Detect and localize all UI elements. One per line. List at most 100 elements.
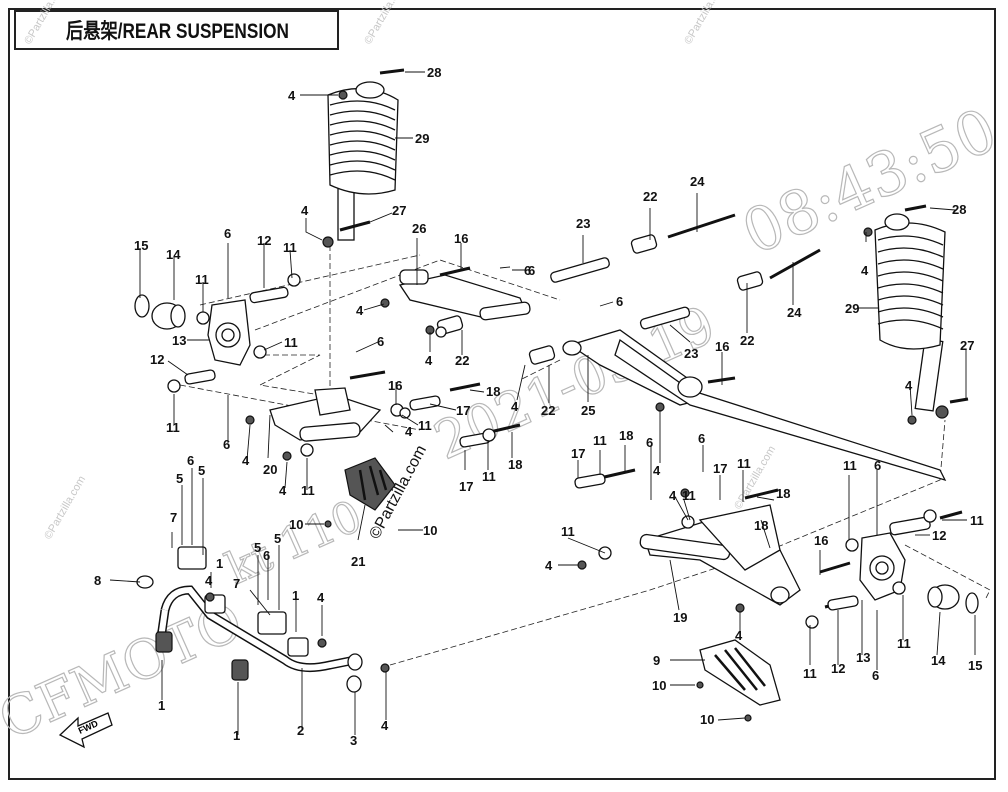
callout-16: 16 — [388, 378, 402, 393]
callout-4: 4 — [381, 718, 389, 733]
callout-6: 6 — [187, 453, 194, 468]
callout-10: 10 — [289, 517, 303, 532]
callout-12: 12 — [831, 661, 845, 676]
callout-4: 4 — [669, 488, 677, 503]
callout-4: 4 — [242, 453, 250, 468]
stabilizer-bar — [136, 546, 363, 693]
callout-20: 20 — [263, 462, 277, 477]
callout-1: 1 — [158, 698, 165, 713]
watermark-time: 08:43:50 — [733, 95, 1008, 269]
callout-11: 11 — [803, 666, 817, 681]
callout-12: 12 — [150, 352, 164, 367]
callout-22: 22 — [643, 189, 657, 204]
callout-2: 2 — [297, 723, 304, 738]
callout-28: 28 — [952, 202, 966, 217]
callout-1: 1 — [292, 588, 299, 603]
callout-5: 5 — [176, 471, 183, 486]
callout-23: 23 — [576, 216, 590, 231]
watermark-site-1: ©Partzilla.com — [22, 0, 68, 47]
callout-11: 11 — [166, 420, 180, 435]
watermark-kit-code: kt 110 — [219, 491, 370, 595]
callout-13: 13 — [856, 650, 870, 665]
right-knuckle — [859, 532, 979, 614]
callout-28: 28 — [427, 65, 441, 80]
watermark-layer: CFMOTO kt 110 2021-05-19 08:43:50 ©Partz… — [0, 0, 1008, 752]
callout-11: 11 — [970, 513, 984, 528]
callout-6: 6 — [223, 437, 230, 452]
callout-4: 4 — [735, 628, 743, 643]
callout-17: 17 — [571, 446, 585, 461]
left-skid-guard — [344, 457, 396, 511]
callout-6: 6 — [646, 435, 653, 450]
callout-11: 11 — [283, 240, 297, 255]
right-lower-a-arm — [639, 504, 801, 606]
callout-11: 11 — [593, 433, 607, 448]
callout-6: 6 — [874, 458, 881, 473]
callout-22: 22 — [455, 353, 469, 368]
callout-19: 19 — [673, 610, 687, 625]
callout-4: 4 — [545, 558, 553, 573]
callout-11: 11 — [737, 456, 751, 471]
callout-17: 17 — [459, 479, 473, 494]
callout-8: 8 — [94, 573, 101, 588]
page-title: 后悬架/REAR SUSPENSION — [66, 20, 289, 43]
callout-26: 26 — [412, 221, 426, 236]
right-skid-guard — [699, 639, 781, 706]
callout-16: 16 — [454, 231, 468, 246]
trailing-arm — [562, 329, 947, 482]
left-lower-a-arm — [269, 387, 382, 442]
callout-27: 27 — [392, 203, 406, 218]
callout-5: 5 — [274, 531, 281, 546]
callout-12: 12 — [257, 233, 271, 248]
left-upper-a-arm — [398, 269, 531, 321]
callout-18: 18 — [619, 428, 633, 443]
callout-4: 4 — [861, 263, 869, 278]
callout-6: 6 — [616, 294, 623, 309]
callout-1: 1 — [233, 728, 240, 743]
watermark-site-3: ©Partzilla.com — [682, 0, 728, 47]
callout-1: 1 — [216, 556, 223, 571]
callout-4: 4 — [425, 353, 433, 368]
callout-15: 15 — [134, 238, 148, 253]
callout-22: 22 — [740, 333, 754, 348]
callout-6: 6 — [872, 668, 879, 683]
nuts-and-bushings — [167, 90, 937, 722]
callout-5: 5 — [198, 463, 205, 478]
callout-11: 11 — [682, 488, 696, 503]
callout-10: 10 — [700, 712, 714, 727]
callout-10: 10 — [652, 678, 666, 693]
callout-5: 5 — [254, 540, 261, 555]
left-shock-absorber — [322, 81, 399, 248]
callout-7: 7 — [170, 510, 177, 525]
callout-10: 10 — [423, 523, 437, 538]
callout-11: 11 — [843, 458, 857, 473]
callout-4: 4 — [405, 424, 413, 439]
left-knuckle — [134, 294, 251, 366]
callout-11: 11 — [482, 469, 496, 484]
callout-11: 11 — [195, 272, 209, 287]
callout-6: 6 — [698, 431, 705, 446]
callout-4: 4 — [205, 573, 213, 588]
right-shock-absorber — [874, 213, 949, 419]
callout-17: 17 — [713, 461, 727, 476]
callout-7: 7 — [233, 576, 240, 591]
callout-6: 6 — [263, 548, 270, 563]
callout-11: 11 — [301, 483, 315, 498]
callout-4: 4 — [905, 378, 913, 393]
watermark-site-2: ©Partzilla.com — [362, 0, 408, 47]
callout-9: 9 — [653, 653, 660, 668]
callout-18: 18 — [754, 518, 768, 533]
callout-14: 14 — [931, 653, 946, 668]
callout-18: 18 — [776, 486, 790, 501]
callout-6: 6 — [377, 334, 384, 349]
callout-13: 13 — [172, 333, 186, 348]
callout-4: 4 — [301, 203, 309, 218]
callout-4: 4 — [356, 303, 364, 318]
callout-22: 22 — [541, 403, 555, 418]
callout-27: 27 — [960, 338, 974, 353]
callout-11: 11 — [418, 418, 432, 433]
callout-16: 16 — [715, 339, 729, 354]
callout-6: 6 — [528, 263, 535, 278]
callout-23: 23 — [684, 346, 698, 361]
